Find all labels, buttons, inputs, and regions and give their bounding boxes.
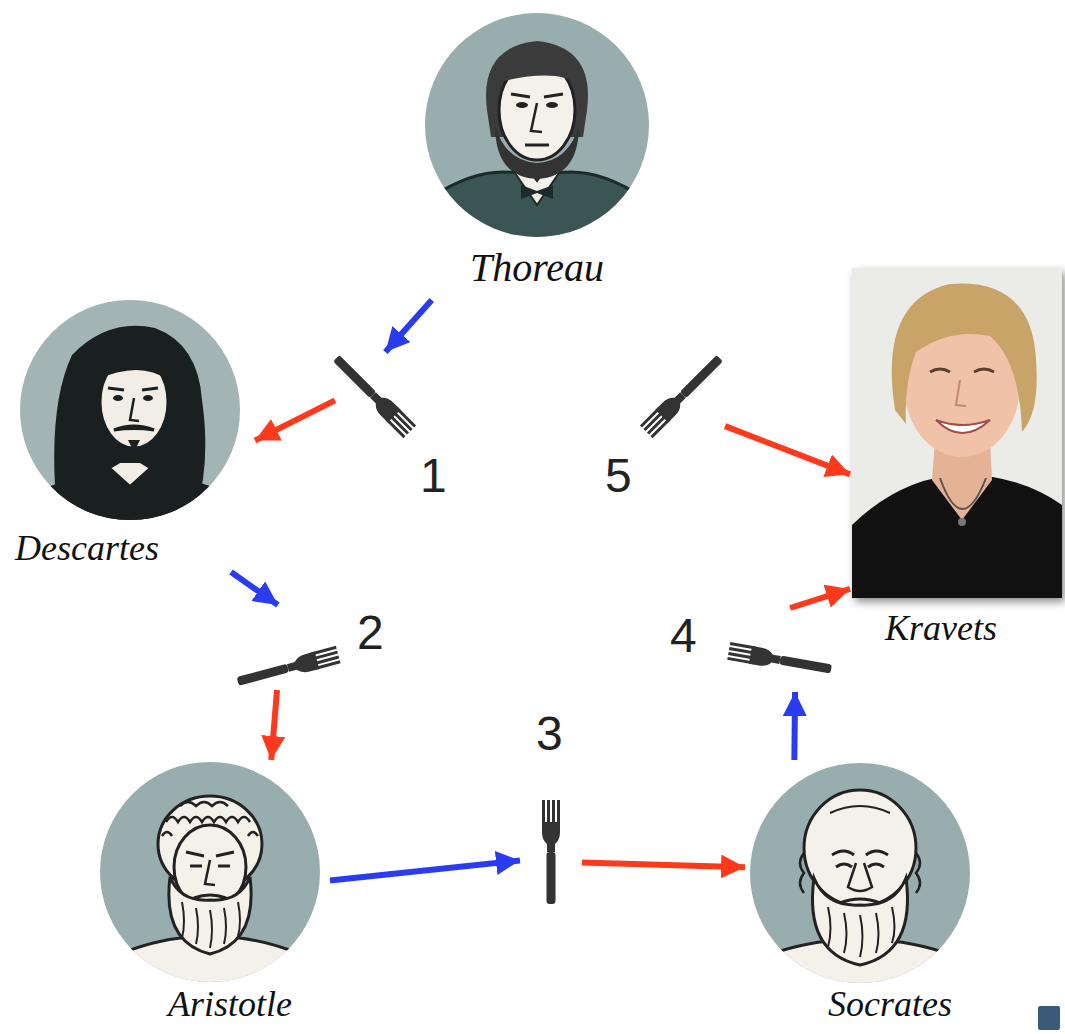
fork-node: 1 bbox=[335, 352, 455, 503]
thoreau-portrait bbox=[417, 13, 657, 245]
request-arrow bbox=[330, 860, 520, 880]
request-arrow bbox=[231, 572, 278, 605]
fork-number: 1 bbox=[420, 448, 447, 503]
philosopher-name: Kravets bbox=[885, 608, 997, 649]
fork-icon bbox=[727, 642, 833, 678]
request-arrow bbox=[791, 692, 798, 760]
request-arrow bbox=[385, 300, 431, 352]
fork-node: 2 bbox=[232, 605, 402, 690]
grant-arrow bbox=[790, 589, 850, 608]
philosopher-name: Aristotle bbox=[168, 984, 292, 1025]
fork-node: 3 bbox=[520, 706, 582, 904]
grant-arrow bbox=[582, 862, 745, 867]
philosopher-name: Descartes bbox=[15, 528, 159, 569]
fork-number: 2 bbox=[357, 605, 384, 660]
grant-arrow bbox=[725, 426, 850, 474]
fork-number: 3 bbox=[536, 706, 563, 761]
fork-icon bbox=[330, 352, 416, 438]
grant-arrow bbox=[271, 690, 277, 760]
aristotle-portrait bbox=[100, 762, 320, 987]
grant-arrow bbox=[255, 400, 335, 440]
logo-mark bbox=[1038, 1006, 1060, 1030]
fork-number: 5 bbox=[605, 448, 632, 503]
philosopher-node: Descartes bbox=[15, 298, 255, 572]
philosopher-name: Thoreau bbox=[470, 245, 604, 291]
fork-node: 5 bbox=[600, 352, 725, 503]
fork-icon bbox=[640, 352, 726, 438]
philosopher-node: Socrates bbox=[745, 760, 980, 1028]
fork-number: 4 bbox=[670, 608, 697, 663]
philosopher-name: Socrates bbox=[828, 984, 952, 1025]
fork-icon bbox=[235, 646, 340, 690]
philosopher-node: Thoreau bbox=[420, 10, 655, 300]
fork-node: 4 bbox=[668, 608, 833, 692]
philosopher-node: Aristotle bbox=[95, 760, 330, 1028]
kravets-photo bbox=[852, 268, 1062, 598]
philosopher-node: Kravets bbox=[850, 265, 1062, 660]
fork-icon bbox=[542, 800, 560, 904]
socrates-portrait bbox=[750, 763, 970, 988]
descartes-portrait bbox=[20, 300, 240, 525]
